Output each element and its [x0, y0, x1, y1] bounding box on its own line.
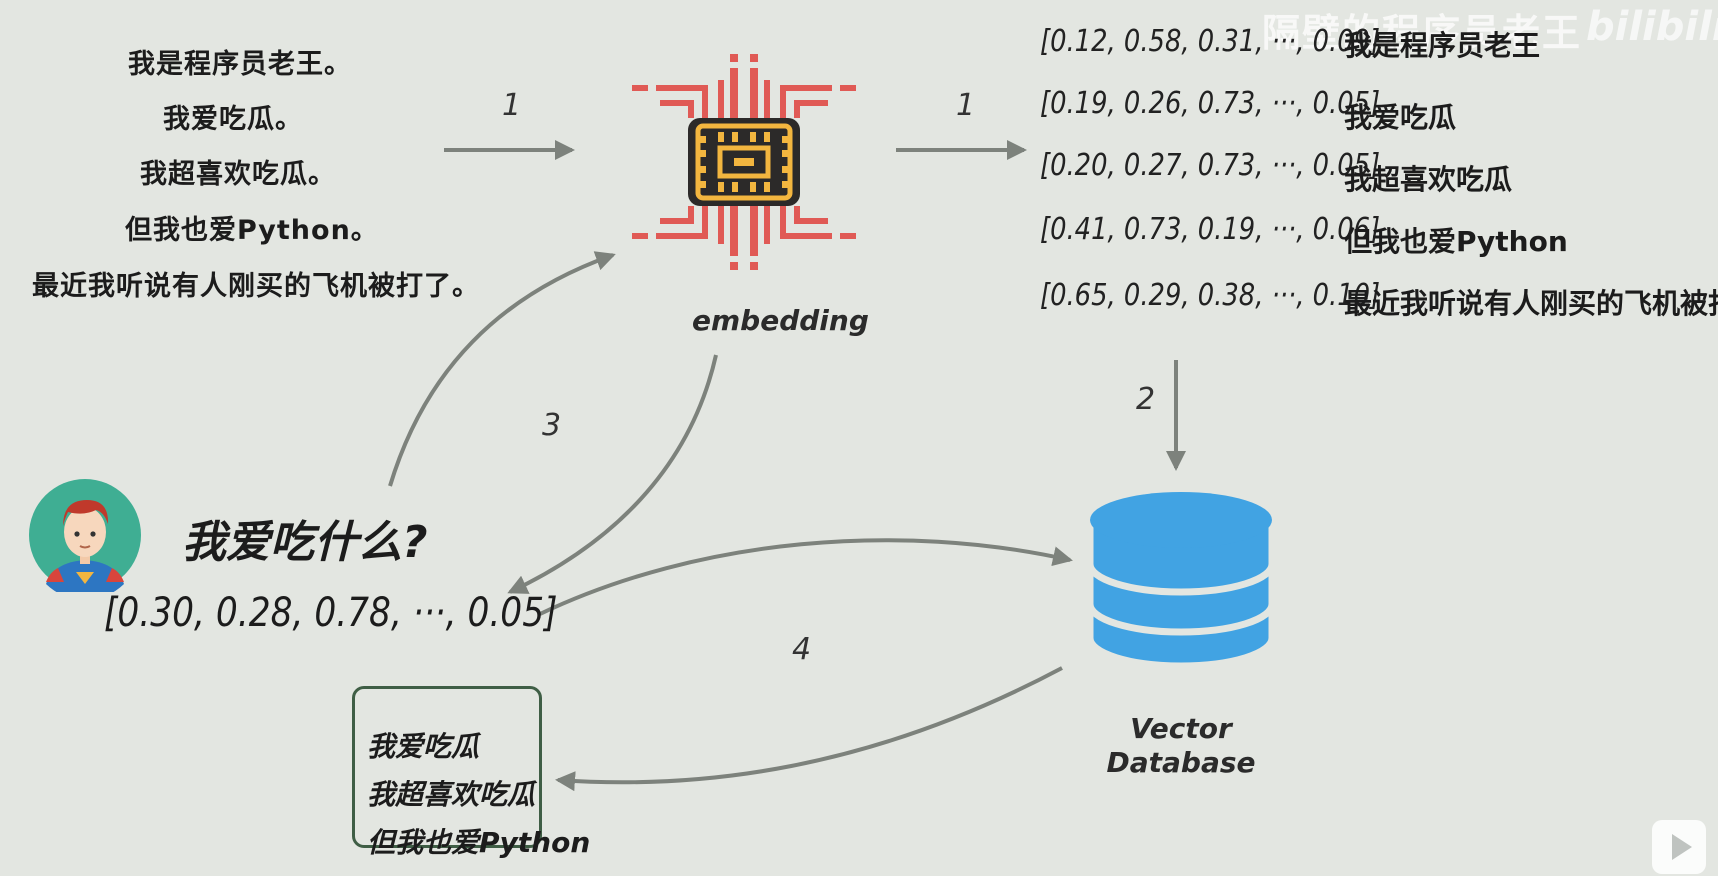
embedding-label: embedding: [692, 304, 869, 337]
arrow-query-to-embedding: [388, 251, 616, 487]
step-label: 3: [542, 408, 562, 443]
sentence-item: 我是程序员老王。: [128, 49, 352, 80]
vector-text: 我超喜欢吃瓜: [1344, 163, 1513, 196]
query-vector: [0.30, 0.28, 0.78, ···, 0.05]: [104, 590, 558, 636]
vector-value: [0.20, 0.27, 0.73, ···, 0.05]: [1040, 148, 1381, 183]
vector-text: 我是程序员老王: [1344, 29, 1541, 62]
result-item: 我超喜欢吃瓜: [367, 778, 536, 811]
watermark-text: 隔壁的程序员老王: [1262, 11, 1583, 55]
vector-value: [0.19, 0.26, 0.73, ···, 0.05]: [1040, 86, 1381, 121]
result-item: 我爱吃瓜: [367, 730, 480, 763]
bilibili-logo: bilibili: [1586, 4, 1718, 50]
database-label-line1: Vector: [1130, 712, 1232, 745]
arrow-database-to-results: [555, 666, 1063, 792]
sentence-item: 最近我听说有人刚买的飞机被打了。: [32, 271, 480, 302]
vector-value: [0.12, 0.58, 0.31, ···, 0.09]: [1040, 24, 1381, 59]
vector-value: [0.41, 0.73, 0.19, ···, 0.06]: [1040, 212, 1381, 247]
result-item: 但我也爱Python: [367, 826, 591, 859]
step-label: 1: [956, 88, 976, 123]
arrow-embedding-to-query-vector: [507, 354, 718, 594]
arrow-query-vector-to-database: [539, 538, 1073, 616]
sentence-item: 但我也爱Python。: [125, 215, 379, 246]
database-icon: [1086, 492, 1276, 670]
superhero-avatar-icon: [29, 479, 141, 592]
retrieved-results-box: 我爱吃瓜 我超喜欢吃瓜 但我也爱Python: [352, 686, 590, 859]
query-question: 我爱吃什么?: [182, 517, 428, 568]
vector-value: [0.65, 0.29, 0.38, ···, 0.10]: [1040, 278, 1381, 313]
vector-text: 我爱吃瓜: [1344, 101, 1457, 134]
sentence-item: 我爱吃瓜。: [163, 104, 303, 135]
database-label-line2: Database: [1106, 746, 1256, 779]
chip-icon: [632, 54, 856, 270]
step-label: 2: [1136, 382, 1156, 417]
vector-text: 最近我听说有人刚买的飞机被打了: [1344, 287, 1718, 320]
vector-text: 但我也爱Python: [1344, 225, 1568, 258]
play-button-icon[interactable]: [1650, 818, 1708, 876]
step-label: 4: [792, 632, 812, 667]
step-label: 1: [502, 88, 522, 123]
sentence-item: 我超喜欢吃瓜。: [140, 159, 336, 190]
